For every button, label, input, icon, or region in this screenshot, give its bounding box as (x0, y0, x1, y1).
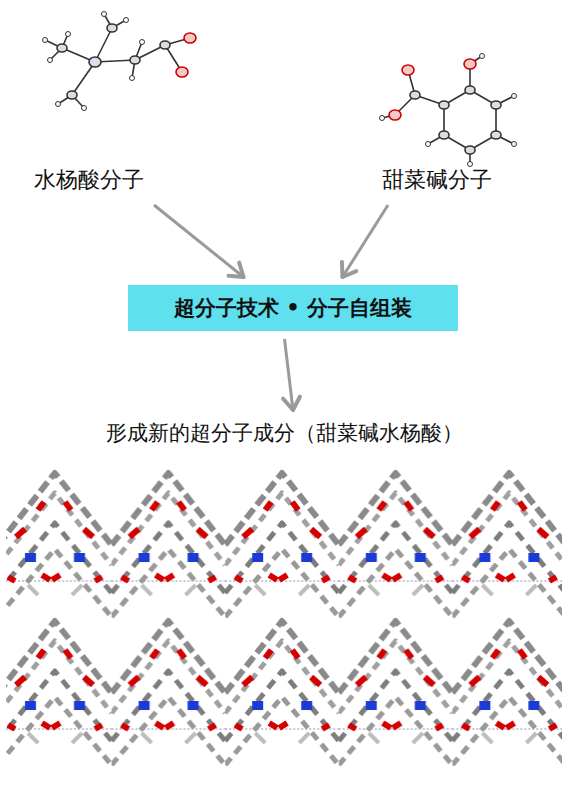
flow-arrow (283, 339, 300, 410)
flow-arrow (154, 205, 244, 277)
node-text: 甜菜碱分子 (382, 165, 492, 195)
molecule-label: 水杨酸分子 (30, 163, 164, 197)
molecule-label: 甜菜碱分子 (378, 163, 512, 197)
crystal-packing (0, 465, 568, 795)
molecule-structures (0, 0, 568, 170)
result-text: 形成新的超分子成分（甜菜碱水杨酸） (94, 418, 475, 448)
left-molecule (43, 12, 197, 111)
node-text: 形成新的超分子成分（甜菜碱水杨酸） (106, 418, 463, 448)
right-molecule (380, 54, 517, 167)
process-box: 超分子技术 • 分子自组装 (128, 285, 458, 331)
flow-arrow (342, 205, 388, 277)
node-text: 水杨酸分子 (34, 165, 144, 195)
node-text: 超分子技术 • 分子自组装 (174, 294, 412, 322)
